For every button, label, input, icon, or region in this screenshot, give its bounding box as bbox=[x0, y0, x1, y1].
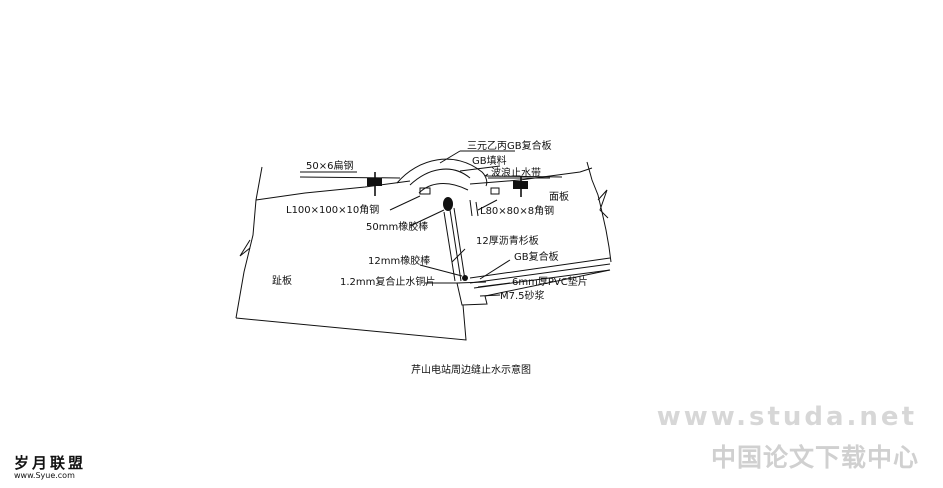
leader-lines bbox=[300, 150, 550, 297]
label-toe-slab: 趾板 bbox=[272, 274, 292, 287]
label-epdm-board: 三元乙丙GB复合板 bbox=[467, 139, 552, 152]
epdm-cover bbox=[396, 158, 488, 194]
face-slab-outline bbox=[255, 161, 612, 263]
label-flat-steel: 50×6扁钢 bbox=[306, 159, 353, 172]
label-face-slab: 面板 bbox=[549, 190, 569, 203]
label-rubber-rod-12: 12mm橡胶棒 bbox=[368, 254, 430, 267]
label-angle-l100: L100×100×10角钢 bbox=[286, 203, 379, 216]
label-gb-filler: GB填料 bbox=[472, 154, 507, 167]
label-angle-l80: L80×80×8角钢 bbox=[480, 204, 554, 217]
label-pvc-pad: 6mm厚PVC垫片 bbox=[512, 275, 588, 288]
right-anchor bbox=[419, 175, 563, 197]
label-mortar: M7.5砂浆 bbox=[500, 289, 545, 302]
toe-slab-outline bbox=[235, 166, 467, 341]
watermark-brand: 岁月联盟 bbox=[14, 454, 87, 472]
watermark-site-cn: 中国论文下载中心 bbox=[710, 443, 919, 472]
label-wave-waterstop: 波浪止水带 bbox=[491, 166, 541, 179]
diagram-title: 芹山电站周边缝止水示意图 bbox=[411, 363, 531, 376]
label-rubber-rod-50: 50mm橡胶棒 bbox=[366, 220, 428, 233]
left-anchor bbox=[299, 172, 401, 196]
label-copper-waterstop: 1.2mm复合止水铜片 bbox=[340, 275, 435, 288]
label-asphalt-board: 12厚沥青杉板 bbox=[476, 234, 539, 247]
watermark-site: www.studa.net bbox=[656, 402, 917, 432]
watermark-brand-url: www.Syue.com bbox=[14, 471, 75, 480]
mortar-pad bbox=[456, 269, 611, 306]
label-gb-composite: GB复合板 bbox=[514, 250, 559, 263]
joint-core bbox=[443, 197, 479, 282]
